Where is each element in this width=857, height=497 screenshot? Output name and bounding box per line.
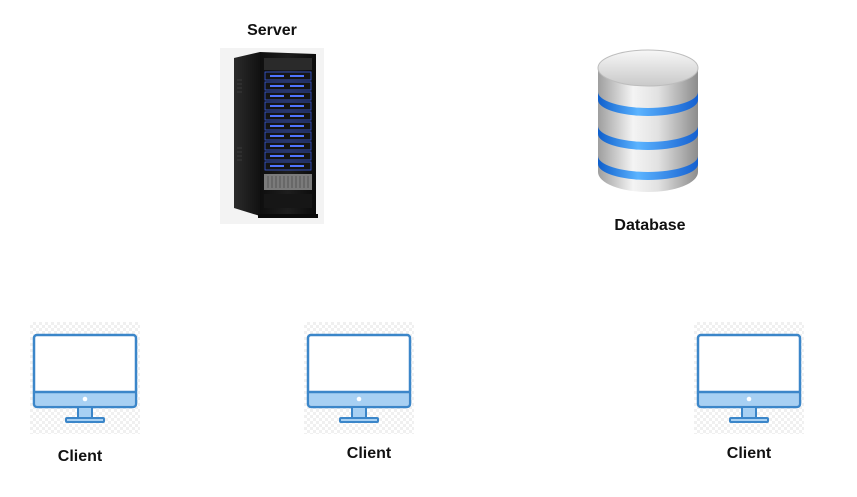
- server-node: [220, 48, 324, 224]
- client-label: Client: [726, 445, 772, 462]
- database-node: [594, 48, 702, 196]
- server-label: Server: [247, 22, 297, 39]
- database-label: Database: [614, 217, 686, 234]
- client-label: Client: [57, 448, 103, 465]
- monitor-icon: [306, 333, 412, 423]
- server-rack-icon: [220, 48, 324, 224]
- monitor-icon: [32, 333, 138, 423]
- database-cylinder-icon: [597, 49, 699, 192]
- client-node: [304, 322, 414, 434]
- client-node: [30, 322, 140, 434]
- monitor-icon: [696, 333, 802, 423]
- client-node: [694, 322, 804, 434]
- client-label: Client: [346, 445, 392, 462]
